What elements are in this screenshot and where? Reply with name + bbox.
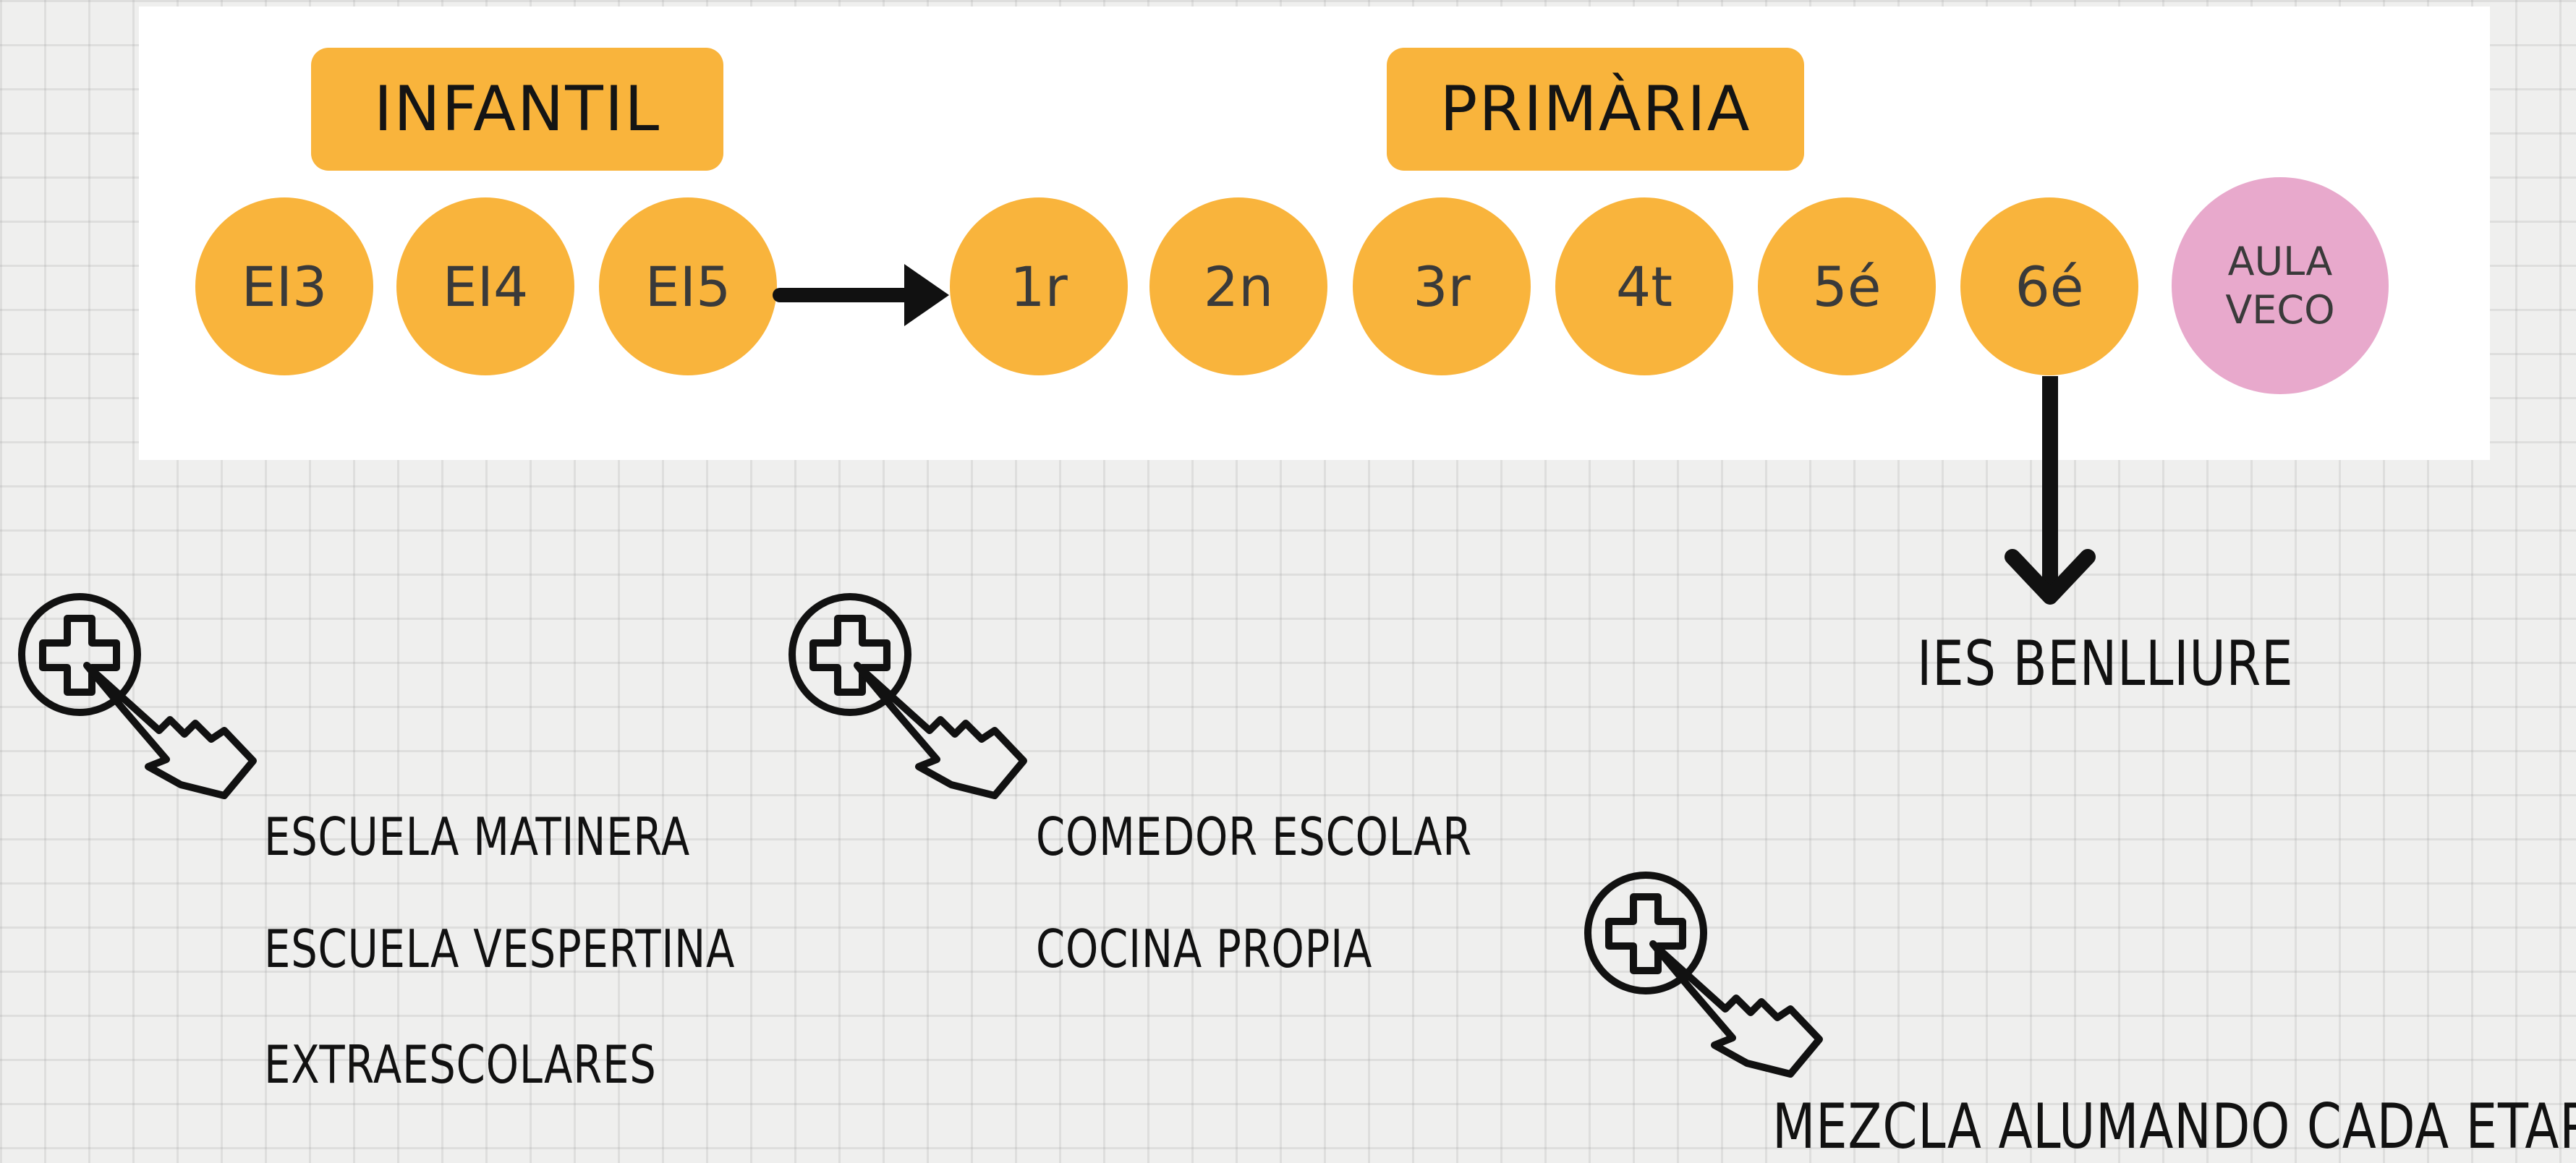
service-extraescolares: EXTRAESCOLARES	[264, 1034, 657, 1095]
service-comedor-escolar: COMEDOR ESCOLAR	[1036, 806, 1473, 867]
service-escuela-matinera: ESCUELA MATINERA	[264, 806, 691, 867]
aula-veco-line1: AULA	[2227, 238, 2333, 284]
stage-1r[interactable]: 1r	[950, 197, 1128, 375]
stage-ei4[interactable]: EI4	[396, 197, 574, 375]
plus-hand-icon[interactable]	[14, 586, 268, 803]
service-escuela-vespertina: ESCUELA VESPERTINA	[264, 919, 736, 979]
infantil-label: INFANTIL	[311, 48, 723, 171]
infantil-to-primaria-arrowhead	[904, 264, 949, 326]
to-ies-arrowhead	[2005, 549, 2096, 605]
stage-5e[interactable]: 5é	[1758, 197, 1936, 375]
plus-hand-icon[interactable]	[785, 586, 1038, 803]
ies-label: IES BENLLIURE	[1917, 628, 2294, 700]
aula-veco-line2: VECO	[2225, 287, 2335, 333]
service-cocina-propia: COCINA PROPIA	[1036, 919, 1373, 979]
stage-ei5[interactable]: EI5	[599, 197, 777, 375]
stage-4t[interactable]: 4t	[1555, 197, 1733, 375]
stage-aula-veco[interactable]: AULA VECO	[2172, 177, 2389, 394]
stage-ei3[interactable]: EI3	[195, 197, 373, 375]
stage-2n[interactable]: 2n	[1149, 197, 1327, 375]
stage-6e[interactable]: 6é	[1960, 197, 2138, 375]
service-mezcla-alumnado: MEZCLA ALUMANDO CADA ETAPA	[1772, 1091, 2576, 1163]
primaria-label: PRIMÀRIA	[1387, 48, 1804, 171]
stage-3r[interactable]: 3r	[1353, 197, 1531, 375]
plus-hand-icon[interactable]	[1581, 864, 1834, 1081]
